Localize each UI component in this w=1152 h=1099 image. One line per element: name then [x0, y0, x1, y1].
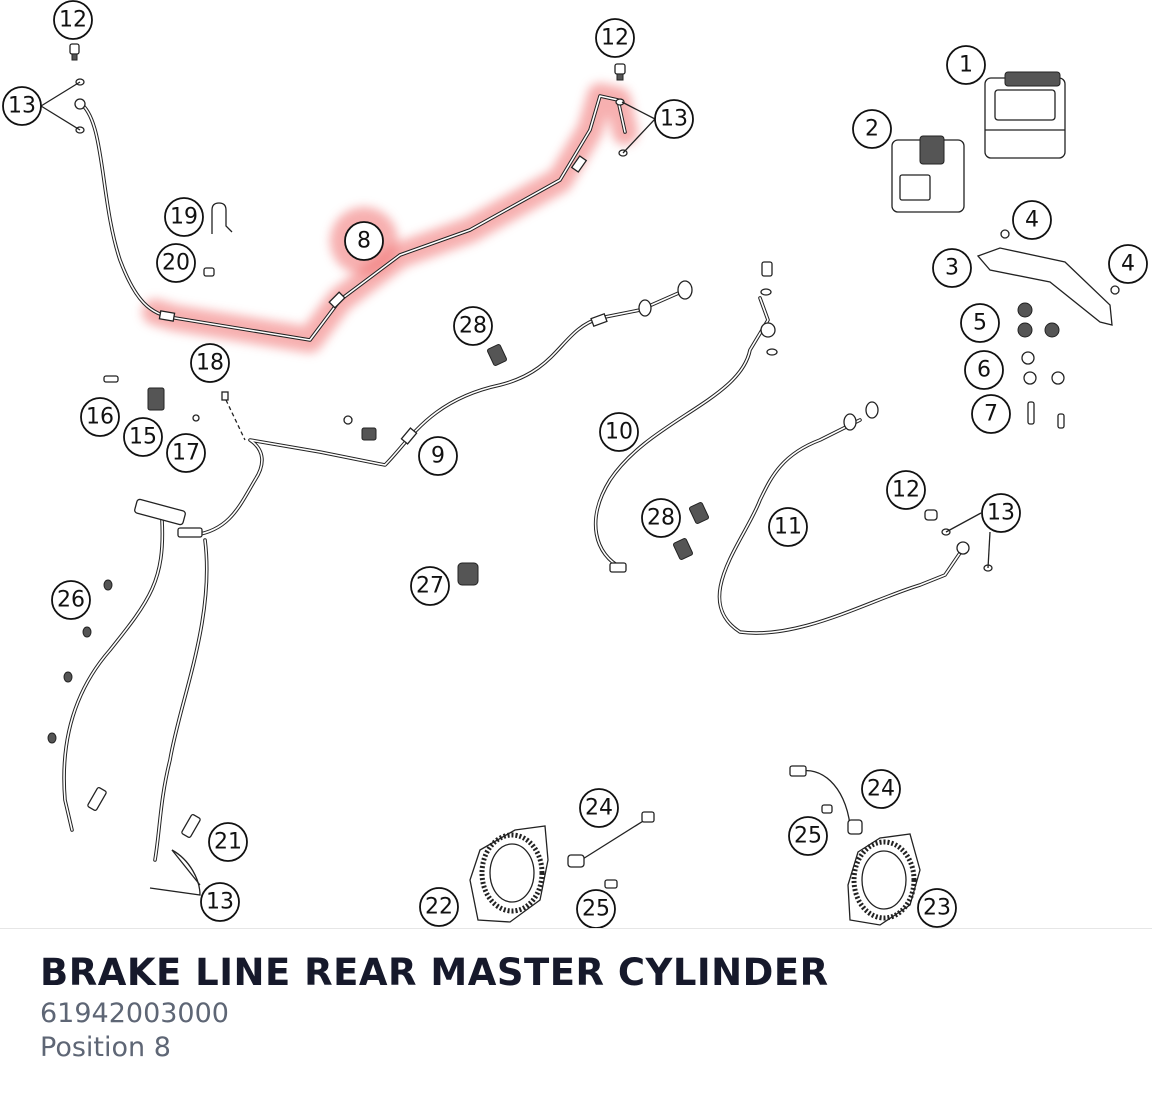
callout-8-selected[interactable]: 8 [344, 221, 384, 261]
svg-text:12: 12 [892, 478, 920, 503]
callout-12[interactable]: 12 [53, 0, 93, 40]
callout-leaders [40, 81, 991, 886]
svg-text:7: 7 [984, 402, 998, 427]
svg-text:13: 13 [660, 107, 688, 132]
abs-unit[interactable] [891, 71, 1066, 213]
svg-text:8: 8 [357, 229, 371, 254]
callout-9[interactable]: 9 [418, 436, 458, 476]
svg-text:12: 12 [601, 26, 629, 51]
svg-text:24: 24 [867, 777, 895, 802]
callout-28[interactable]: 28 [453, 306, 493, 346]
svg-text:25: 25 [794, 824, 822, 849]
svg-text:28: 28 [647, 506, 675, 531]
svg-text:18: 18 [196, 351, 224, 376]
callout-27[interactable]: 27 [410, 566, 450, 606]
svg-text:27: 27 [416, 574, 444, 599]
svg-text:3: 3 [945, 256, 959, 281]
callout-5[interactable]: 5 [960, 303, 1000, 343]
callout-26[interactable]: 26 [51, 580, 91, 620]
svg-text:13: 13 [8, 94, 36, 119]
svg-text:19: 19 [170, 205, 198, 230]
parts-diagram: 12 13 12 13 8 19 20 1 2 4 3 4 5 6 7 28 1… [2, 0, 1148, 928]
svg-text:12: 12 [59, 8, 87, 33]
brake-line-26[interactable] [62, 498, 209, 862]
hardware [47, 43, 709, 896]
svg-text:15: 15 [129, 425, 157, 450]
callout-15[interactable]: 15 [123, 417, 163, 457]
callout-12[interactable]: 12 [595, 18, 635, 58]
svg-text:22: 22 [425, 895, 453, 920]
svg-text:6: 6 [977, 358, 991, 383]
abs-bracket[interactable] [976, 229, 1120, 429]
callout-17[interactable]: 17 [166, 433, 206, 473]
svg-text:28: 28 [459, 314, 487, 339]
callout-23[interactable]: 23 [917, 888, 957, 928]
part-info-panel: BRAKE LINE REAR MASTER CYLINDER 61942003… [0, 928, 1152, 1099]
svg-text:20: 20 [162, 251, 190, 276]
brake-line-9[interactable] [193, 280, 693, 537]
callout-22[interactable]: 22 [419, 887, 459, 927]
svg-text:25: 25 [582, 897, 610, 922]
callout-28[interactable]: 28 [641, 498, 681, 538]
callout-13[interactable]: 13 [981, 493, 1021, 533]
svg-text:10: 10 [605, 420, 633, 445]
callout-13[interactable]: 13 [2, 86, 42, 126]
callout-25[interactable]: 25 [576, 889, 616, 928]
callout-20[interactable]: 20 [156, 243, 196, 283]
svg-text:13: 13 [987, 501, 1015, 526]
callout-19[interactable]: 19 [164, 197, 204, 237]
callout-4[interactable]: 4 [1108, 244, 1148, 284]
callout-13[interactable]: 13 [654, 99, 694, 139]
part-number: 61942003000 [40, 998, 229, 1029]
svg-text:13: 13 [206, 890, 234, 915]
svg-text:17: 17 [172, 441, 200, 466]
callout-6[interactable]: 6 [964, 350, 1004, 390]
brake-line-10[interactable] [593, 261, 778, 573]
svg-text:23: 23 [923, 896, 951, 921]
part-title: BRAKE LINE REAR MASTER CYLINDER [40, 951, 829, 994]
brake-line-11[interactable] [717, 401, 993, 635]
svg-text:11: 11 [774, 515, 802, 540]
callout-18[interactable]: 18 [190, 343, 230, 383]
svg-text:24: 24 [585, 796, 613, 821]
tone-ring-22[interactable] [469, 825, 549, 923]
callout-25[interactable]: 25 [788, 816, 828, 856]
callout-10[interactable]: 10 [599, 412, 639, 452]
svg-text:1: 1 [959, 53, 973, 78]
callout-24[interactable]: 24 [579, 788, 619, 828]
svg-text:21: 21 [214, 830, 242, 855]
callouts: 12 13 12 13 8 19 20 1 2 4 3 4 5 6 7 28 1… [2, 0, 1148, 928]
brake-line-8[interactable] [78, 94, 627, 342]
wheel-speed-sensor[interactable] [567, 765, 863, 889]
part-position: Position 8 [40, 1032, 171, 1063]
svg-text:16: 16 [86, 405, 114, 430]
callout-7[interactable]: 7 [971, 394, 1011, 434]
svg-text:4: 4 [1121, 252, 1135, 277]
callout-24[interactable]: 24 [861, 769, 901, 809]
callout-2[interactable]: 2 [852, 109, 892, 149]
callout-1[interactable]: 1 [946, 45, 986, 85]
callout-11[interactable]: 11 [768, 507, 808, 547]
svg-text:26: 26 [57, 588, 85, 613]
svg-text:4: 4 [1025, 208, 1039, 233]
callout-21[interactable]: 21 [208, 822, 248, 862]
callout-12[interactable]: 12 [886, 470, 926, 510]
callout-4[interactable]: 4 [1012, 200, 1052, 240]
callout-13[interactable]: 13 [200, 882, 240, 922]
svg-text:9: 9 [431, 444, 445, 469]
tone-ring-23[interactable] [847, 833, 921, 926]
callout-3[interactable]: 3 [932, 248, 972, 288]
callout-16[interactable]: 16 [80, 397, 120, 437]
svg-text:2: 2 [865, 117, 879, 142]
svg-text:5: 5 [973, 311, 987, 336]
